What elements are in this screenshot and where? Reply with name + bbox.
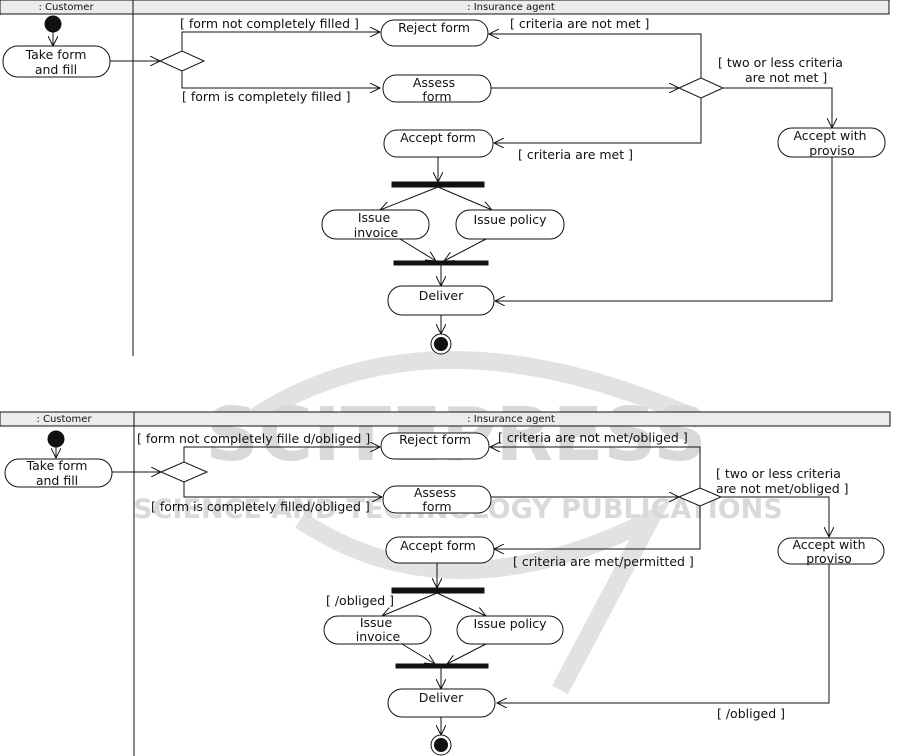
deliver-2-label: Deliver — [419, 690, 464, 705]
diagram-1-text: : Customer : Insurance agent Take form a… — [25, 2, 867, 303]
take-form-line1: Take form — [25, 47, 87, 62]
take-form-2-line1: Take form — [26, 458, 88, 473]
watermark: SCITEPRESS SCIENCE AND TECHNOLOGY PUBLIC… — [133, 351, 783, 695]
deliver-label: Deliver — [419, 288, 464, 303]
guard-two-less-line2: are not met ] — [745, 70, 827, 85]
accept-proviso-2-line2: proviso — [806, 551, 851, 566]
guard-2-obliged-fork: [ /obliged ] — [326, 593, 394, 608]
accept-proviso-line2: proviso — [809, 143, 854, 158]
action-accept-with-proviso-2 — [777, 537, 885, 565]
fork-bar — [391, 181, 485, 188]
initial-node — [44, 15, 62, 33]
guard-2-obliged-deliver: [ /obliged ] — [717, 706, 785, 721]
guard-2-filled: [ form is completely filled/obliged ] — [151, 499, 370, 514]
action-issue-policy — [455, 209, 565, 240]
lane-label-agent-2: : Insurance agent — [467, 414, 555, 425]
join-bar-2 — [395, 663, 489, 669]
action-accept-form-2 — [385, 536, 495, 564]
diagram-1 — [0, 0, 890, 356]
issue-invoice-2-line1: Issue — [360, 615, 393, 630]
lane-label-customer: : Customer — [38, 2, 94, 13]
diagram-2 — [0, 411, 891, 756]
guard-2-two-less-line2: are not met/obliged ] — [716, 481, 849, 496]
accept-form-2-label: Accept form — [400, 538, 476, 553]
take-form-line2: and fill — [35, 62, 77, 77]
guard-two-less-line1: [ two or less criteria — [718, 55, 843, 70]
join-bar — [393, 260, 489, 266]
lane-label-customer-2: : Customer — [36, 414, 92, 425]
issue-policy-2-label: Issue policy — [473, 616, 547, 631]
action-issue-policy-2 — [456, 615, 564, 645]
accept-form-label: Accept form — [400, 130, 476, 145]
accept-proviso-2-line1: Accept with — [792, 537, 865, 552]
initial-node-2 — [47, 430, 65, 448]
reject-form-2-label: Reject form — [399, 432, 471, 447]
action-assess-form-2 — [382, 485, 492, 514]
guard-2-not-filled: [ form not completely fille d/obliged ] — [137, 431, 370, 446]
lane-label-agent: : Insurance agent — [467, 2, 555, 13]
fork-bar-2 — [391, 587, 485, 594]
guard-not-met: [ criteria are not met ] — [510, 16, 649, 31]
issue-policy-label: Issue policy — [473, 212, 547, 227]
guard-not-filled: [ form not completely filled ] — [180, 16, 359, 31]
issue-invoice-line2: invoice — [354, 225, 399, 240]
accept-proviso-line1: Accept with — [793, 128, 866, 143]
issue-invoice-line1: Issue — [358, 210, 391, 225]
action-take-form-2 — [4, 458, 113, 488]
take-form-2-line2: and fill — [36, 473, 78, 488]
guard-met: [ criteria are met ] — [518, 147, 633, 162]
guard-filled: [ form is completely filled ] — [182, 89, 350, 104]
action-issue-invoice — [321, 209, 430, 240]
guard-2-met: [ criteria are met/permitted ] — [513, 554, 694, 569]
issue-invoice-2-line2: invoice — [356, 629, 401, 644]
action-issue-invoice-2 — [323, 615, 432, 645]
diagram-2-text: : Customer : Insurance agent Take form a… — [26, 414, 866, 721]
assess-form-line2: form — [422, 89, 451, 104]
assess-form-line1: Assess — [413, 75, 455, 90]
assess-form-2-line2: form — [422, 499, 451, 514]
guard-2-two-less-line1: [ two or less criteria — [716, 466, 841, 481]
reject-form-label: Reject form — [398, 20, 470, 35]
guard-2-not-met: [ criteria are not met/obliged ] — [498, 430, 688, 445]
decision-criteria — [677, 77, 725, 99]
assess-form-2-line1: Assess — [414, 485, 456, 500]
decision-form-filled-2 — [159, 461, 209, 483]
decision-form-filled — [158, 50, 206, 72]
